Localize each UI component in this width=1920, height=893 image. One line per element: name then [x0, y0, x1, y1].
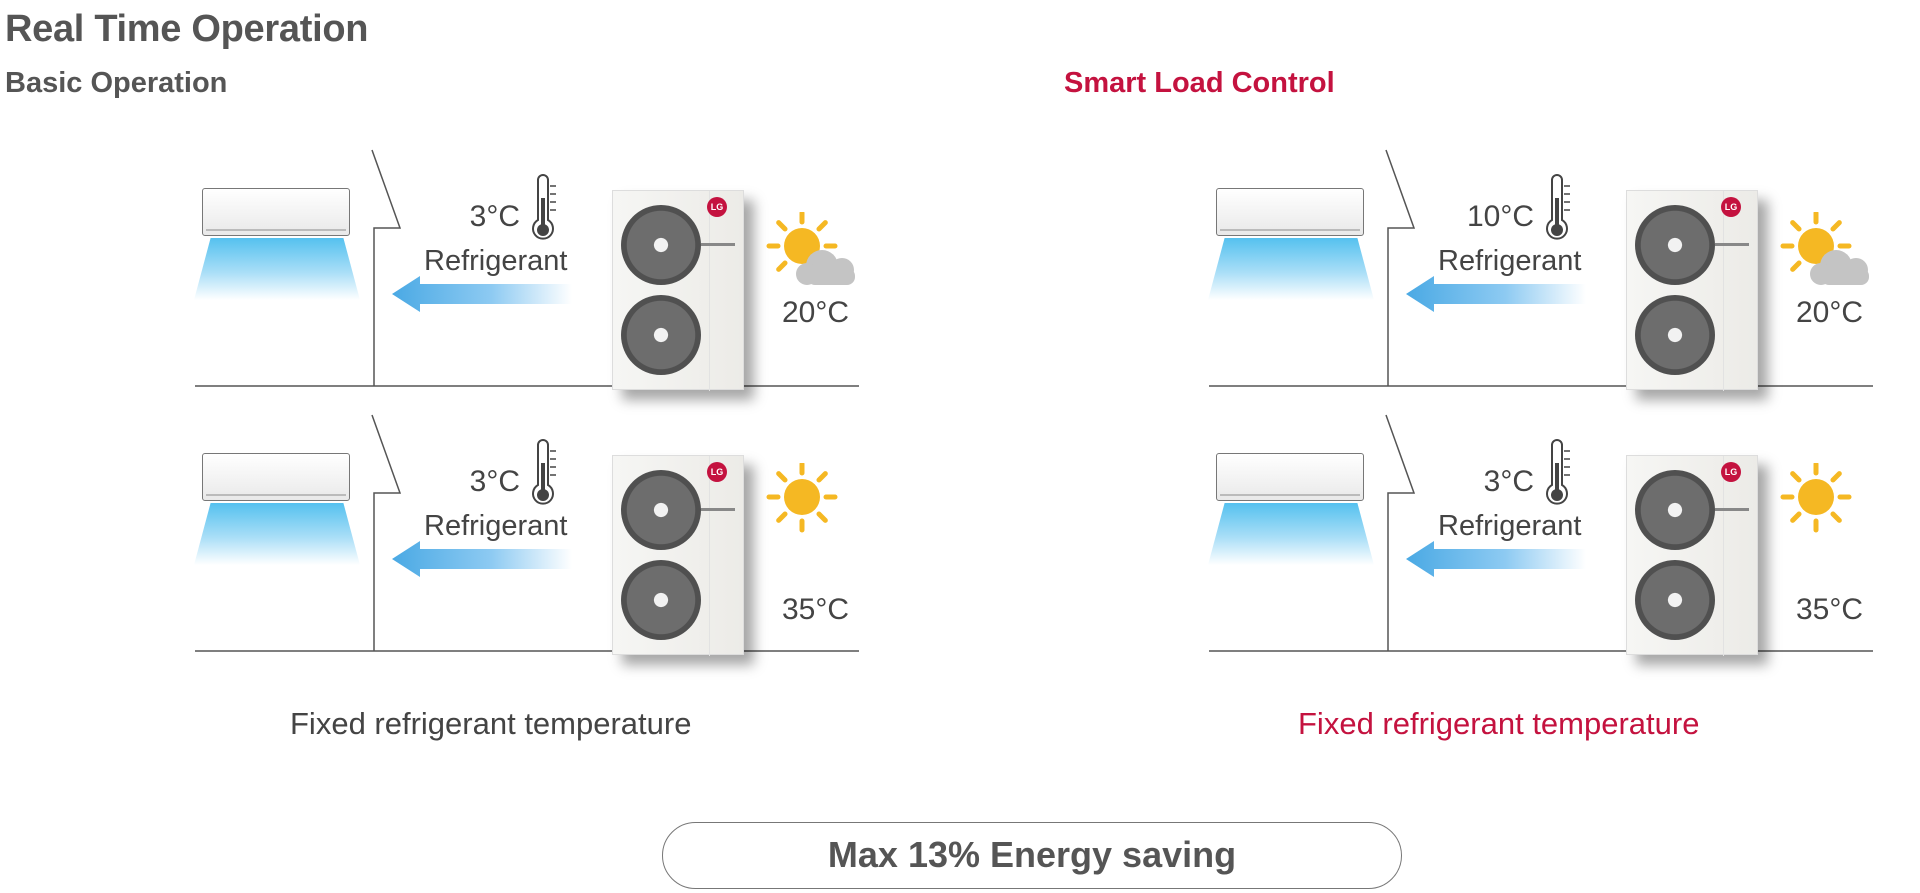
lg-logo: LG	[707, 462, 727, 482]
cold-airflow	[1208, 503, 1374, 565]
sun-cloud-icon	[1776, 210, 1876, 292]
cold-airflow	[194, 238, 360, 300]
lg-logo: LG	[707, 197, 727, 217]
scene-smart-top: 10°C Refrigerant LG 20°C	[1206, 148, 1876, 418]
basic-operation-title: Basic Operation	[5, 67, 228, 99]
fan-icon	[1635, 560, 1715, 640]
outdoor-temperature: 35°C	[782, 593, 850, 626]
sun-cloud-icon	[762, 210, 862, 292]
refrigerant-flow-arrow	[1406, 276, 1586, 312]
refrigerant-flow-arrow	[1406, 541, 1586, 577]
indoor-unit	[202, 188, 350, 236]
refrigerant-label: Refrigerant	[424, 245, 568, 277]
fan-icon	[621, 205, 701, 285]
refrigerant-temperature: 3°C	[1483, 465, 1534, 498]
fan-icon	[621, 560, 701, 640]
refrigerant-label: Refrigerant	[424, 510, 568, 542]
sun-icon	[762, 461, 862, 543]
thermometer-icon	[1546, 174, 1570, 240]
sun-icon	[1776, 461, 1876, 543]
outdoor-temperature: 35°C	[1796, 593, 1864, 626]
house-outline	[1209, 149, 1873, 387]
outdoor-unit: LG	[1626, 190, 1758, 391]
page-title: Real Time Operation	[5, 8, 369, 50]
outdoor-unit: LG	[612, 190, 744, 391]
outdoor-unit: LG	[1626, 455, 1758, 656]
basic-caption: Fixed refrigerant temperature	[290, 706, 692, 741]
cold-airflow	[194, 503, 360, 565]
refrigerant-temperature: 3°C	[469, 200, 520, 233]
thermometer-icon	[532, 174, 556, 240]
scene-basic-top: 3°C Refrigerant LG 20°C	[192, 148, 862, 418]
house-outline	[195, 414, 859, 652]
energy-saving-badge: Max 13% Energy saving	[662, 822, 1402, 889]
indoor-unit	[1216, 188, 1364, 236]
smart-load-control-title: Smart Load Control	[1064, 67, 1335, 99]
indoor-unit	[202, 453, 350, 501]
thermometer-icon	[532, 439, 556, 505]
indoor-unit	[1216, 453, 1364, 501]
thermometer-icon	[1546, 439, 1570, 505]
fan-icon	[1635, 205, 1715, 285]
refrigerant-temperature: 3°C	[469, 465, 520, 498]
fan-icon	[1635, 295, 1715, 375]
fan-icon	[621, 295, 701, 375]
outdoor-unit: LG	[612, 455, 744, 656]
fan-icon	[1635, 470, 1715, 550]
smart-caption: Fixed refrigerant temperature	[1298, 706, 1700, 741]
refrigerant-flow-arrow	[392, 276, 572, 312]
outdoor-temperature: 20°C	[782, 296, 850, 329]
lg-logo: LG	[1721, 462, 1741, 482]
house-outline	[1209, 414, 1873, 652]
outdoor-temperature: 20°C	[1796, 296, 1864, 329]
refrigerant-temperature: 10°C	[1466, 200, 1534, 233]
refrigerant-flow-arrow	[392, 541, 572, 577]
house-outline	[195, 149, 859, 387]
scene-basic-bottom: 3°C Refrigerant LG 35°C	[192, 413, 862, 683]
refrigerant-label: Refrigerant	[1438, 510, 1582, 542]
lg-logo: LG	[1721, 197, 1741, 217]
refrigerant-label: Refrigerant	[1438, 245, 1582, 277]
scene-smart-bottom: 3°C Refrigerant LG 35°C	[1206, 413, 1876, 683]
fan-icon	[621, 470, 701, 550]
cold-airflow	[1208, 238, 1374, 300]
